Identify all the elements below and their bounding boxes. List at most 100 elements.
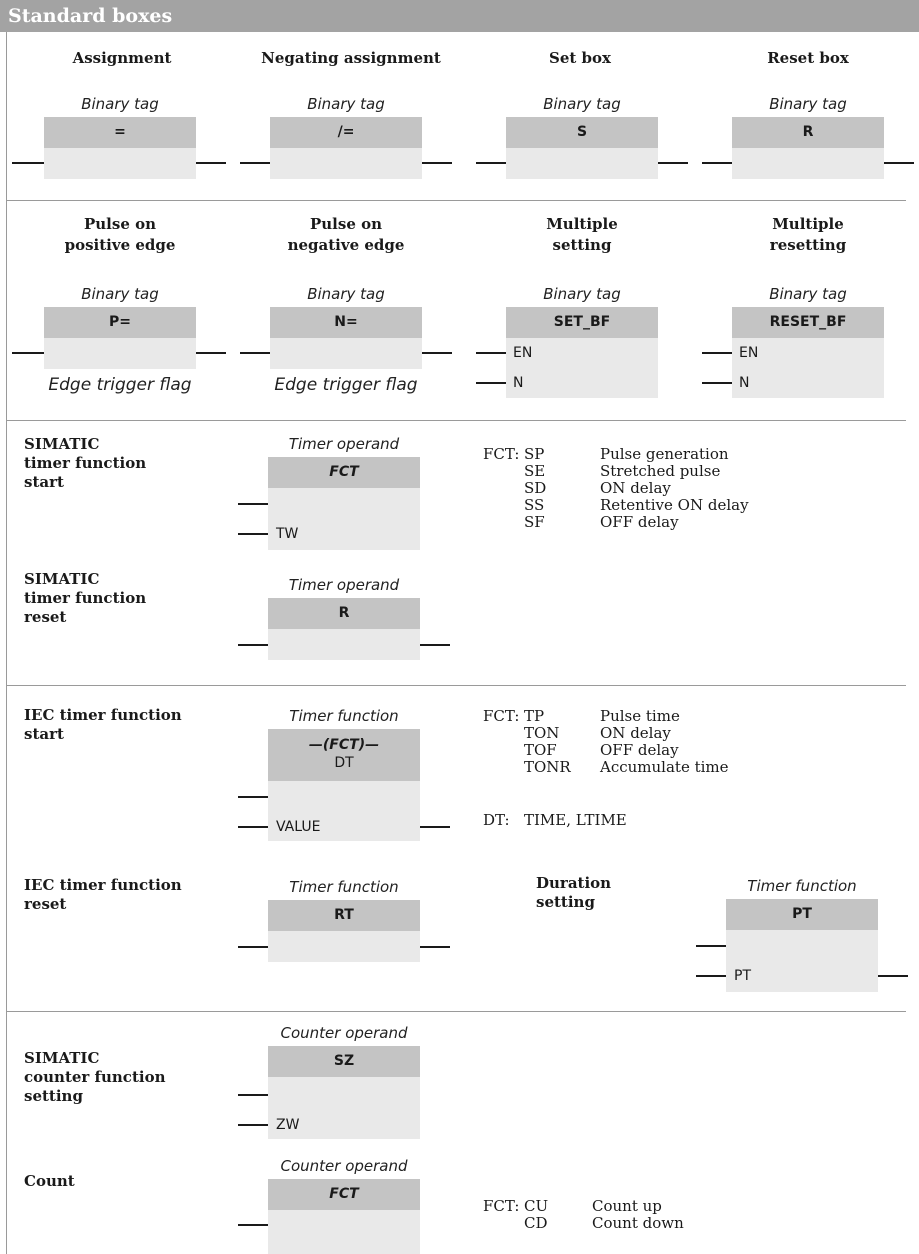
multiple-setting-title: Multiple setting — [546, 215, 618, 254]
reset-box-header: R — [732, 117, 884, 148]
multiple-resetting-n-wire — [702, 382, 732, 384]
count-operand: Counter operand — [280, 1157, 408, 1175]
iec-timer-fct-desc-tp: Pulse time — [600, 707, 680, 725]
iec-timer-reset-operand: Timer function — [289, 878, 399, 896]
iec-timer-fct-code-ton: TON — [524, 724, 560, 742]
simatic-timer-start-box-header: FCT — [268, 457, 420, 488]
pulse-negative-flag: Edge trigger flag — [274, 375, 418, 395]
multiple-resetting-en-wire — [702, 352, 732, 354]
set-input-wire — [476, 162, 506, 164]
iec-timer-start-value-pin: VALUE — [276, 819, 321, 835]
duration-setting-title: Duration setting — [536, 874, 612, 911]
simatic-timer-reset-output-wire — [420, 644, 450, 646]
iec-timer-reset-title: IEC timer function reset — [24, 876, 182, 913]
pulse-negative-operand: Binary tag — [307, 285, 385, 303]
duration-setting-box-header: PT — [726, 899, 878, 930]
iec-timer-dt-value: TIME, LTIME — [524, 811, 627, 829]
simatic-timer-start-input-wire — [238, 503, 268, 505]
simatic-timer-fct-code-se: SE — [524, 462, 546, 480]
count-box-body — [268, 1210, 420, 1254]
assignment-box-body — [44, 148, 196, 179]
iec-timer-start-fct-symbol: —(FCT)— — [308, 737, 380, 753]
iec-timer-reset-box-body — [268, 931, 420, 962]
count-fct-code-cu: CU — [524, 1197, 549, 1215]
simatic-timer-fct-code-sf: SF — [524, 513, 545, 531]
set-operand: Binary tag — [543, 95, 621, 113]
iec-timer-fct-code-tonr: TONR — [524, 758, 571, 776]
simatic-timer-fct-code-sd: SD — [524, 479, 547, 497]
multiple-resetting-title: Multiple resetting — [769, 215, 847, 254]
iec-timer-start-box-header: —(FCT)— DT — [268, 729, 420, 781]
simatic-timer-fct-desc-ss: Retentive ON delay — [600, 496, 749, 514]
assignment-operand: Binary tag — [81, 95, 159, 113]
negating-input-wire — [240, 162, 270, 164]
assignment-output-wire — [196, 162, 226, 164]
negating-output-wire — [422, 162, 452, 164]
iec-timer-reset-output-wire — [420, 946, 450, 948]
simatic-timer-fct-desc-sd: ON delay — [600, 479, 671, 497]
simatic-counter-setting-zw-pin: ZW — [276, 1117, 300, 1133]
multiple-setting-box-body — [506, 338, 658, 398]
iec-timer-start-dt-symbol: DT — [334, 755, 354, 771]
simatic-timer-start-title: SIMATIC timer function start — [24, 435, 147, 491]
section-divider-2 — [7, 420, 906, 421]
section-divider-1 — [7, 200, 906, 201]
simatic-timer-fct-label: FCT: — [483, 445, 520, 463]
simatic-timer-fct-code-ss: SS — [524, 496, 545, 514]
section-divider-3 — [7, 685, 906, 686]
simatic-counter-setting-operand: Counter operand — [280, 1024, 408, 1042]
simatic-counter-setting-box-header: SZ — [268, 1046, 420, 1077]
iec-timer-reset-input-wire — [238, 946, 268, 948]
count-input-wire — [238, 1224, 268, 1226]
simatic-timer-reset-operand: Timer operand — [288, 576, 400, 594]
multiple-setting-n-wire — [476, 382, 506, 384]
simatic-timer-fct-desc-sf: OFF delay — [600, 513, 679, 531]
duration-setting-output-wire — [878, 975, 908, 977]
simatic-counter-setting-zw-wire — [238, 1124, 268, 1126]
iec-timer-start-operand: Timer function — [289, 707, 399, 725]
pulse-negative-title: Pulse on negative edge — [287, 215, 405, 254]
reset-box-title: Reset box — [767, 49, 849, 67]
negating-box-body — [270, 148, 422, 179]
iec-timer-dt-label: DT: — [483, 811, 510, 829]
pulse-positive-flag: Edge trigger flag — [48, 375, 192, 395]
pulse-positive-output-wire — [196, 352, 226, 354]
assignment-input-wire — [12, 162, 44, 164]
multiple-resetting-operand: Binary tag — [769, 285, 847, 303]
iec-timer-start-output-wire — [420, 826, 450, 828]
simatic-counter-setting-title: SIMATIC counter function setting — [24, 1049, 166, 1105]
simatic-timer-reset-input-wire — [238, 644, 268, 646]
duration-setting-pt-pin: PT — [734, 968, 751, 984]
pulse-negative-box-header: N= — [270, 307, 422, 338]
iec-timer-start-value-wire — [238, 826, 268, 828]
multiple-setting-n-pin: N — [513, 375, 524, 391]
set-box-body — [506, 148, 658, 179]
multiple-setting-en-pin: EN — [513, 345, 533, 361]
simatic-timer-reset-box-body — [268, 629, 420, 660]
simatic-timer-start-tw-wire — [238, 533, 268, 535]
count-fct-code-cd: CD — [524, 1214, 548, 1232]
reset-box-body — [732, 148, 884, 179]
multiple-setting-operand: Binary tag — [543, 285, 621, 303]
iec-timer-fct-desc-ton: ON delay — [600, 724, 671, 742]
iec-timer-fct-desc-tof: OFF delay — [600, 741, 679, 759]
iec-timer-start-box-body — [268, 781, 420, 841]
duration-setting-pt-wire — [696, 975, 726, 977]
pulse-negative-output-wire — [422, 352, 452, 354]
multiple-resetting-n-pin: N — [739, 375, 750, 391]
simatic-counter-setting-box-body — [268, 1077, 420, 1139]
simatic-timer-fct-desc-se: Stretched pulse — [600, 462, 721, 480]
section-divider-4 — [7, 1011, 906, 1012]
iec-timer-fct-code-tp: TP — [524, 707, 545, 725]
multiple-resetting-box-header: RESET_BF — [732, 307, 884, 338]
iec-timer-reset-box-header: RT — [268, 900, 420, 931]
count-box-header: FCT — [268, 1179, 420, 1210]
pulse-negative-input-wire — [240, 352, 270, 354]
iec-timer-start-input-wire — [238, 796, 268, 798]
simatic-timer-reset-title: SIMATIC timer function reset — [24, 570, 147, 626]
simatic-timer-start-operand: Timer operand — [288, 435, 400, 453]
page-header: Standard boxes — [0, 0, 919, 32]
negating-assignment-title: Negating assignment — [261, 49, 441, 67]
pulse-positive-title: Pulse on positive edge — [64, 215, 176, 254]
simatic-timer-fct-desc-sp: Pulse generation — [600, 445, 729, 463]
